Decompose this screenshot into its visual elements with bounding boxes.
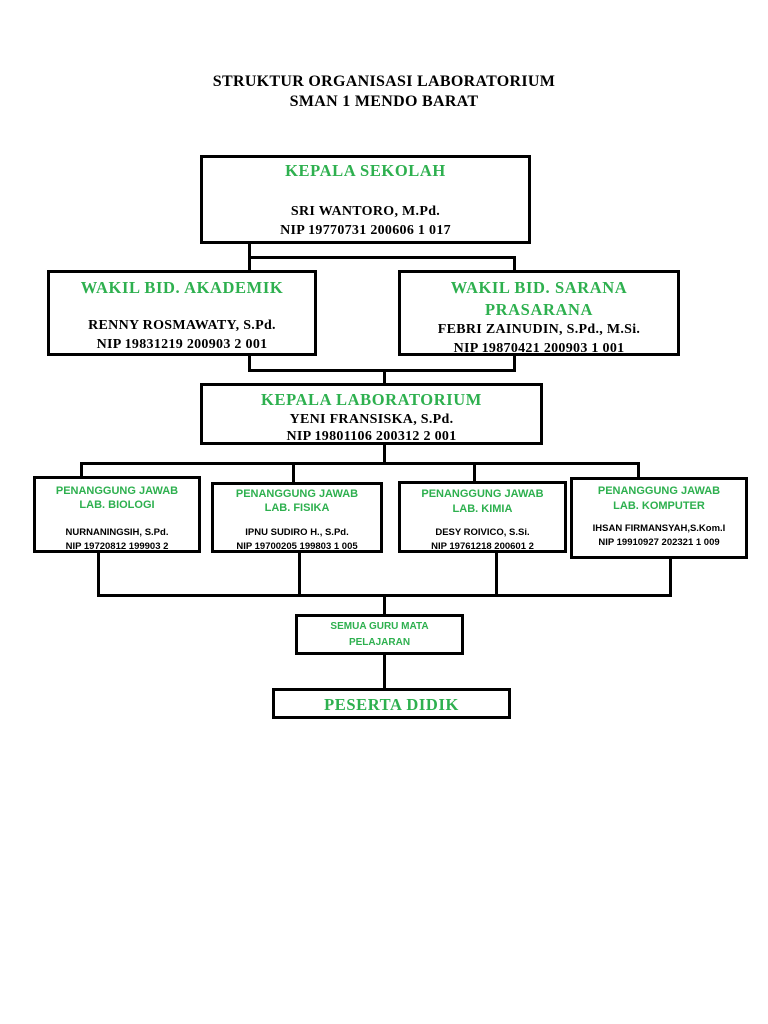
wakil-sarana-heading-line1: WAKIL BID. SARANA: [450, 278, 628, 297]
semua-guru-line2: PELAJARAN: [348, 637, 411, 648]
box-semua-guru: SEMUA GURU MATA PELAJARAN: [295, 614, 464, 655]
wakil-sarana-name: FEBRI ZAINUDIN, S.Pd., M.Si.: [437, 322, 641, 337]
wakil-akademik-name: RENNY ROSMAWATY, S.Pd.: [88, 318, 276, 333]
pj-fisika-nip: NIP 19700205 199803 1 005: [236, 541, 358, 552]
pj-komputer-heading-line1: PENANGGUNG JAWAB: [597, 485, 721, 497]
semua-guru-line1: SEMUA GURU MATA: [330, 621, 429, 632]
peserta-didik-label: PESERTA DIDIK: [324, 695, 459, 714]
pj-biologi-name: NURNANINGSIH, S.Pd.: [65, 527, 169, 538]
kepala-sekolah-heading: KEPALA SEKOLAH: [285, 161, 446, 180]
wakil-akademik-nip: NIP 19831219 200903 2 001: [96, 337, 268, 352]
kepala-lab-nip: NIP 19801106 200312 2 001: [286, 429, 457, 444]
pj-kimia-heading-line2: LAB. KIMIA: [452, 503, 513, 515]
kepala-sekolah-nip: NIP 19770731 200606 1 017: [280, 223, 451, 238]
box-wakil-akademik: WAKIL BID. AKADEMIK RENNY ROSMAWATY, S.P…: [47, 270, 317, 356]
pj-biologi-heading-line1: PENANGGUNG JAWAB: [55, 485, 179, 497]
pj-komputer-name: IHSAN FIRMANSYAH,S.Kom.I: [592, 523, 726, 534]
pj-komputer-heading-line2: LAB. KOMPUTER: [613, 500, 705, 512]
pj-fisika-heading-line1: PENANGGUNG JAWAB: [235, 488, 359, 500]
box-pj-fisika: PENANGGUNG JAWAB LAB. FISIKA IPNU SUDIRO…: [211, 482, 383, 553]
box-pj-kimia: PENANGGUNG JAWAB LAB. KIMIA DESY ROIVICO…: [398, 481, 567, 553]
wakil-sarana-nip: NIP 19870421 200903 1 001: [453, 341, 625, 356]
box-peserta-didik: PESERTA DIDIK: [272, 688, 511, 719]
box-kepala-sekolah: KEPALA SEKOLAH SRI WANTORO, M.Pd. NIP 19…: [200, 155, 531, 244]
kepala-lab-heading: KEPALA LABORATORIUM: [261, 390, 482, 409]
box-wakil-sarana: WAKIL BID. SARANA PRASARANA FEBRI ZAINUD…: [398, 270, 680, 356]
pj-kimia-heading-line1: PENANGGUNG JAWAB: [421, 488, 544, 500]
pj-fisika-name: IPNU SUDIRO H., S.Pd.: [245, 527, 349, 538]
pj-kimia-name: DESY ROIVICO, S.Si.: [435, 527, 530, 538]
pj-biologi-nip: NIP 19720812 199903 2: [65, 541, 169, 552]
wakil-akademik-heading: WAKIL BID. AKADEMIK: [80, 278, 284, 297]
box-pj-biologi: PENANGGUNG JAWAB LAB. BIOLOGI NURNANINGS…: [33, 476, 201, 553]
pj-kimia-nip: NIP 19761218 200601 2: [431, 541, 534, 552]
kepala-lab-name: YENI FRANSISKA, S.Pd.: [289, 412, 454, 427]
chart-title-line1: STRUKTUR ORGANISASI LABORATORIUM: [212, 73, 556, 90]
box-pj-komputer: PENANGGUNG JAWAB LAB. KOMPUTER IHSAN FIR…: [570, 477, 748, 559]
box-kepala-lab: KEPALA LABORATORIUM YENI FRANSISKA, S.Pd…: [200, 383, 543, 445]
pj-komputer-nip: NIP 19910927 202321 1 009: [598, 537, 720, 548]
chart-title-line2: SMAN 1 MENDO BARAT: [289, 93, 479, 110]
wakil-sarana-heading-line2: PRASARANA: [484, 300, 594, 319]
pj-fisika-heading-line2: LAB. FISIKA: [264, 502, 330, 514]
pj-biologi-heading-line2: LAB. BIOLOGI: [79, 499, 155, 511]
kepala-sekolah-name: SRI WANTORO, M.Pd.: [290, 204, 441, 219]
